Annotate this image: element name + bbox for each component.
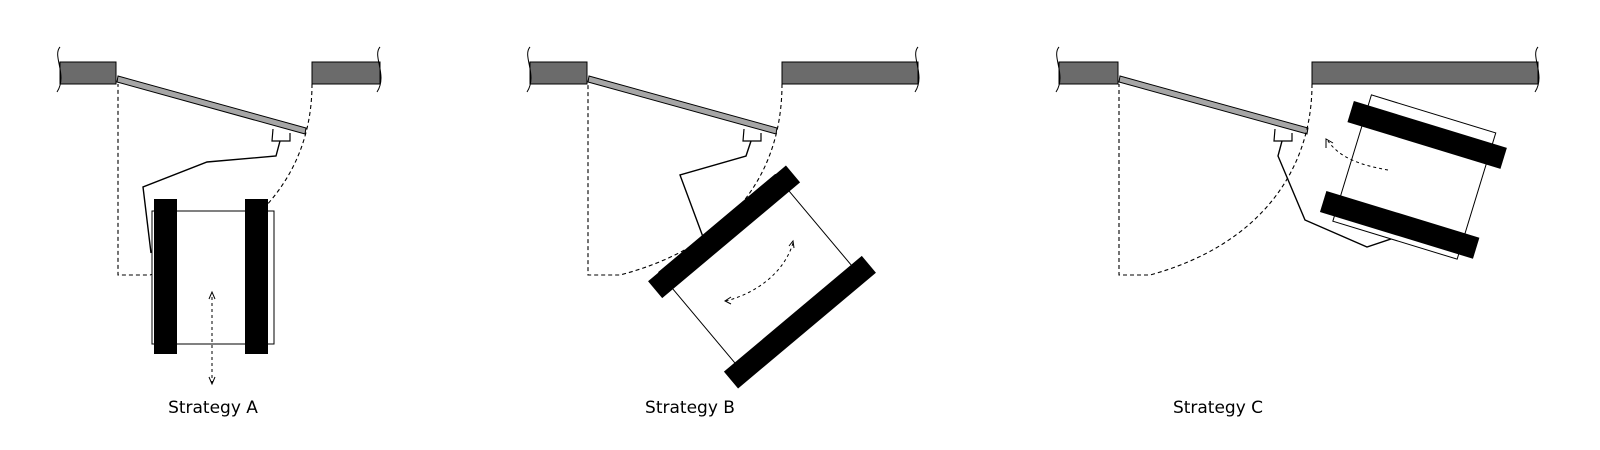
door-handle-c: [1273, 128, 1293, 142]
robot-arm-b: [679, 140, 752, 246]
wall-left-c: [1055, 46, 1119, 93]
wall-left-b: [526, 46, 588, 93]
door-swing-arc-c: [1118, 83, 1313, 276]
wheel-top-c: [1347, 101, 1507, 169]
wheel-bottom-c: [1319, 190, 1480, 259]
robot-arm-c: [1277, 140, 1401, 248]
caption-strategy-a: Strategy A: [168, 398, 258, 418]
robot-c: [1319, 94, 1507, 260]
wheel-top-b: [648, 165, 801, 299]
caption-strategy-c: Strategy C: [1172, 398, 1264, 418]
strategy-a-panel: [56, 46, 382, 386]
robot-arm-a: [142, 140, 281, 254]
wheel-left-a: [154, 199, 177, 354]
wall-right-a: [311, 46, 382, 93]
strategy-c-panel: [1055, 46, 1540, 276]
motion-arrow-a: [208, 290, 216, 386]
rotation-arrow-b: [724, 239, 795, 305]
door-leaf-b: [587, 75, 778, 135]
wall-right-c: [1311, 46, 1540, 93]
door-handle-b: [742, 128, 762, 142]
door-swing-arc-b: [587, 83, 783, 276]
robot-b: [648, 165, 876, 389]
wall-left-a: [56, 46, 117, 93]
door-leaf-a: [116, 75, 307, 135]
strategy-b-panel: [526, 46, 920, 389]
wheel-right-a: [245, 199, 268, 354]
caption-strategy-b: Strategy B: [645, 398, 735, 418]
door-handle-a: [271, 128, 291, 142]
wall-right-b: [781, 46, 920, 93]
door-leaf-c: [1118, 75, 1309, 135]
approach-arrow-c: [1325, 138, 1389, 171]
wheel-bottom-b: [723, 255, 876, 389]
